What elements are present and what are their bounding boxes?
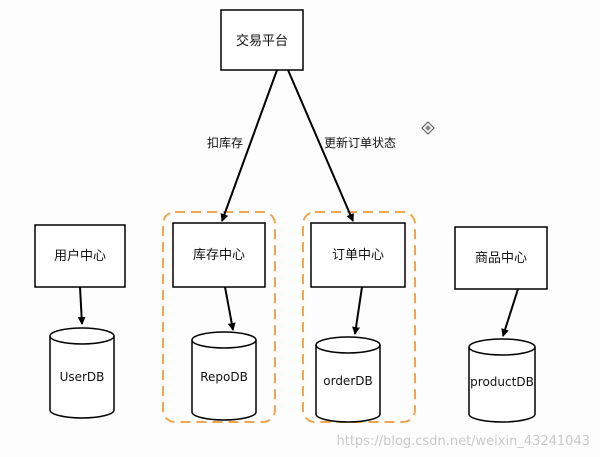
product-db-cylinder: productDB: [468, 338, 536, 423]
order-db-arrow: [352, 286, 363, 335]
product-center-label: 商品中心: [475, 251, 527, 266]
user-center-label: 用户中心: [54, 248, 106, 264]
update-order-status-edge-label: 更新订单状态: [324, 135, 396, 150]
deduct-stock-arrow: [220, 69, 278, 222]
order-center-node: 订单中心: [310, 222, 406, 288]
repo-db-arrow: [224, 286, 236, 331]
watermark-text: https://blog.csdn.net/weixin_43241043: [336, 434, 590, 449]
inventory-group-highlight: [162, 211, 276, 423]
inventory-center-node: 库存中心: [172, 222, 266, 288]
update-order-arrow: [287, 69, 354, 222]
repo-db-label: RepoDB: [200, 370, 248, 384]
move-cursor-icon: [421, 121, 435, 135]
inventory-center-label: 库存中心: [193, 247, 245, 263]
product-db-label: productDB: [470, 375, 534, 389]
product-db-arrow: [501, 288, 519, 337]
product-center-node: 商品中心: [454, 226, 548, 290]
user-db-cylinder: UserDB: [49, 327, 115, 419]
order-db-cylinder: orderDB: [315, 336, 381, 423]
order-db-label: orderDB: [323, 374, 372, 388]
user-db-arrow: [77, 286, 86, 325]
user-center-node: 用户中心: [34, 224, 126, 288]
trading-platform-label: 交易平台: [236, 33, 288, 49]
trading-platform-node: 交易平台: [220, 9, 304, 71]
deduct-stock-edge-label: 扣库存: [207, 135, 243, 150]
order-center-label: 订单中心: [332, 248, 384, 263]
user-db-label: UserDB: [60, 370, 105, 384]
repo-db-cylinder: RepoDB: [191, 331, 257, 421]
